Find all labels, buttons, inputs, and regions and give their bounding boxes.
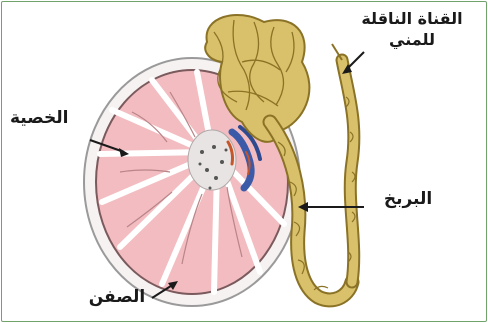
rete-testis: [188, 130, 236, 190]
testis-label: الخصية: [10, 108, 90, 128]
vas-deferens-label-line2: للمني: [342, 29, 482, 50]
scrotum-label: الصفن: [82, 287, 152, 307]
epididymis-label: البربخ: [368, 189, 448, 209]
vas-deferens-label-line1: القناة الناقلة: [342, 8, 482, 29]
vas-deferens-label: القناة الناقلة للمني: [342, 8, 482, 50]
vas-deferens: [332, 44, 355, 282]
